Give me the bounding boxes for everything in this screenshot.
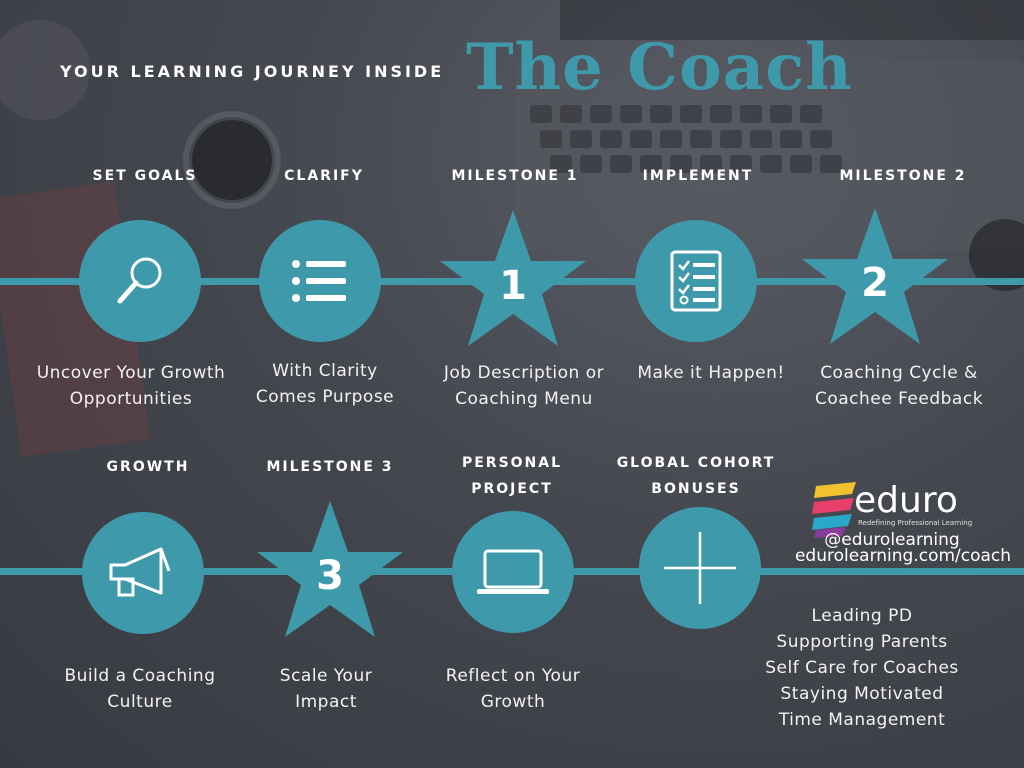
- step-desc-implement: Make it Happen!: [637, 363, 785, 383]
- step-label-personal-project: PERSONAL PROJECT: [461, 455, 563, 497]
- step-desc-clarify: With Clarity Comes Purpose: [255, 361, 395, 407]
- step-label-set-goals: SET GOALS: [92, 168, 198, 184]
- brand-handle: @edurolearning: [824, 530, 960, 550]
- bonus-item: Time Management: [778, 710, 946, 730]
- milestone-star-3: [257, 501, 403, 637]
- step-label-milestone-2: MILESTONE 2: [839, 168, 967, 184]
- step-desc-personal-project: Reflect on Your Growth: [445, 666, 581, 712]
- bonus-item: Supporting Parents: [776, 632, 948, 652]
- step-label-growth: GROWTH: [106, 459, 190, 475]
- step-label-global-cohort-bonuses: GLOBAL COHORT BONUSES: [616, 455, 776, 497]
- megaphone-icon: [109, 547, 171, 597]
- milestone-number-1: 1: [499, 263, 527, 309]
- step-label-milestone-1: MILESTONE 1: [451, 168, 579, 184]
- step-desc-set-goals: Uncover Your Growth Opportunities: [36, 363, 226, 409]
- step-circle-clarify: [259, 220, 381, 342]
- step-circle-personal-project: [452, 511, 574, 633]
- magnifier-icon: [117, 257, 162, 304]
- step-label-milestone-3: MILESTONE 3: [266, 459, 394, 475]
- eduro-logo-mark: [812, 482, 856, 538]
- bonus-list: Leading PD Supporting Parents Self Care …: [765, 603, 959, 733]
- step-desc-milestone-3: Scale Your Impact: [279, 666, 373, 712]
- milestone-star-1: [440, 210, 586, 346]
- step-desc-milestone-1: Job Description or Coaching Menu: [443, 363, 605, 409]
- step-desc-growth: Build a Coaching Culture: [64, 666, 216, 712]
- brand-name: eduro: [854, 480, 958, 521]
- brand-tagline: Redefining Professional Learning: [858, 519, 973, 527]
- milestone-star-2: [802, 208, 948, 344]
- bonus-item: Leading PD: [811, 606, 913, 626]
- laptop-icon: [477, 549, 549, 594]
- bonus-item: Self Care for Coaches: [765, 658, 959, 678]
- milestone-number-2: 2: [861, 260, 889, 306]
- step-circle-global-cohort-bonuses: [639, 507, 761, 629]
- brand-url: edurolearning.com/coach: [794, 546, 1012, 566]
- bonus-item: Staying Motivated: [780, 684, 944, 704]
- step-desc-milestone-2: Coaching Cycle & Coachee Feedback: [814, 363, 984, 409]
- milestone-number-3: 3: [316, 553, 344, 599]
- step-circle-growth: [82, 512, 204, 634]
- step-label-implement: IMPLEMENT: [642, 168, 754, 184]
- checklist-icon: [670, 250, 722, 312]
- step-label-clarify: CLARIFY: [284, 168, 364, 184]
- journey-kicker: YOUR LEARNING JOURNEY INSIDE: [60, 62, 445, 81]
- step-circle-set-goals: [79, 220, 201, 342]
- plus-icon: [664, 532, 736, 604]
- main-title: The Coach: [466, 30, 853, 105]
- list-icon: [292, 260, 346, 302]
- step-circle-implement: [635, 220, 757, 342]
